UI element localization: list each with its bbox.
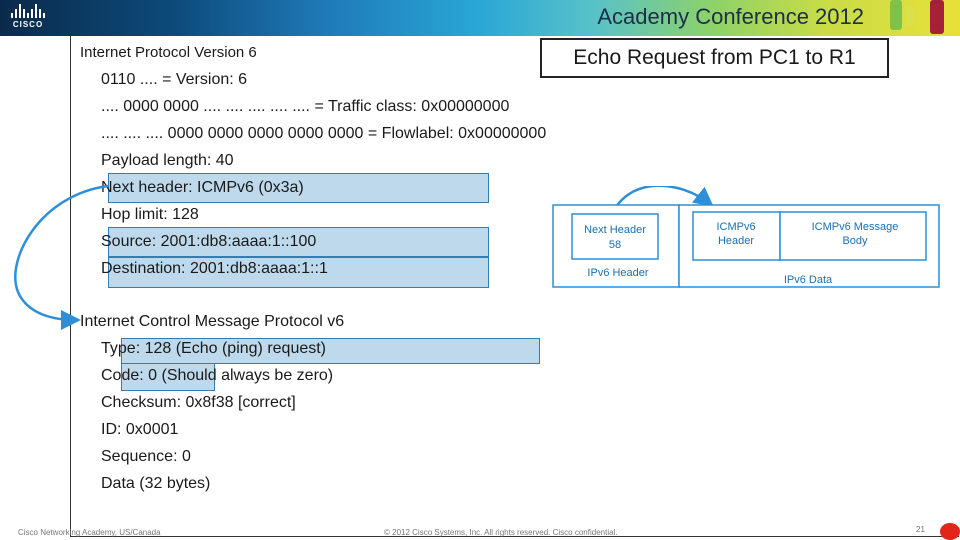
header-banner: CISCO Academy Conference 2012 [0,0,960,36]
diagram-arrow [610,186,714,215]
ipv6-field: Destination: 2001:db8:aaaa:1::1 [101,260,328,277]
packet-diagram: Next Header 58 IPv6 Header ICMPv6 Header… [552,186,940,288]
icmp-body-label: Body [842,235,868,247]
next-header-value: 58 [609,239,621,251]
icmp-field: Sequence: 0 [101,448,191,465]
decor-bar [905,6,913,26]
icmp-header-label: ICMPv6 [716,221,755,233]
icmp-field: ID: 0x0001 [101,421,179,438]
icmp-section-title: Internet Control Message Protocol v6 [80,313,345,330]
conference-title: Academy Conference 2012 [597,4,864,29]
ipv6-field: 0110 .... = Version: 6 [101,71,248,88]
footer-left: Cisco Networking Academy, US/Canada [18,528,161,537]
ipv6-field: Hop limit: 128 [101,206,199,223]
decor-bar [930,0,944,34]
ipv6-field: .... .... .... 0000 0000 0000 0000 0000 … [101,125,547,142]
echo-request-callout: Echo Request from PC1 to R1 [540,38,889,78]
ipv6-header-label: IPv6 Header [587,267,648,279]
icmp-field: Type: 128 (Echo (ping) request) [101,340,327,357]
highlight-destination [108,257,489,288]
highlight-next-header [108,173,489,203]
ipv6-data-label: IPv6 Data [784,274,833,286]
footer-copyright: © 2012 Cisco Systems, Inc. All rights re… [384,528,618,537]
highlight-source [108,227,489,257]
ipv6-field: Next header: ICMPv6 (0x3a) [101,179,304,196]
ipv6-field: Payload length: 40 [101,152,234,169]
cisco-bars-icon [8,4,48,18]
decor-bar [890,0,902,30]
next-header-label: Next Header [584,224,646,236]
icmp-field: Code: 0 (Should always be zero) [101,367,334,384]
icmp-body-label: ICMPv6 Message [812,221,899,233]
highlight-code [121,363,215,391]
ipv6-field: Source: 2001:db8:aaaa:1::100 [101,233,317,250]
icmp-body-box [779,211,927,261]
cisco-logo-text: CISCO [12,20,44,29]
icmp-field: Checksum: 0x8f38 [correct] [101,394,296,411]
highlight-type [121,338,540,364]
icmp-field: Data (32 bytes) [101,475,211,492]
page-number: 21 [916,525,925,534]
icmp-header-box [692,211,781,261]
next-header-box [571,213,659,260]
icmp-header-label: Header [718,235,754,247]
cisco-logo: CISCO [8,4,48,32]
ipv6-section-title: Internet Protocol Version 6 [80,44,257,61]
ipv6-field: .... 0000 0000 .... .... .... .... .... … [101,98,510,115]
red-dot-icon [940,523,960,540]
